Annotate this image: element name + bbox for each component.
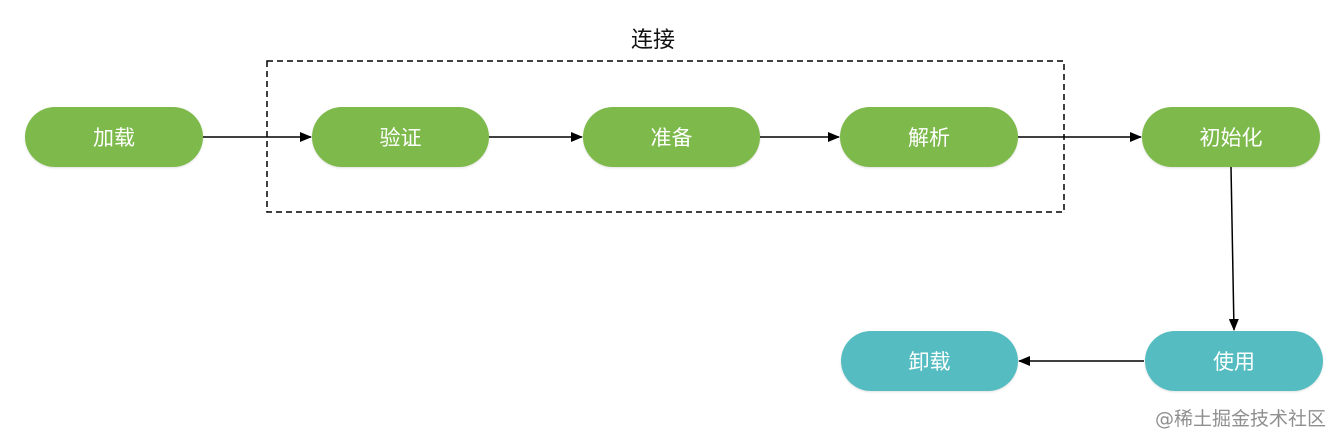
node-init: 初始化 — [1142, 107, 1320, 167]
node-load: 加载 — [25, 107, 203, 167]
node-resolve: 解析 — [840, 107, 1018, 167]
arrow-init-to-use — [1228, 166, 1239, 331]
node-prepare: 准备 — [583, 107, 760, 167]
node-unload: 卸载 — [841, 331, 1018, 391]
link-group-label: 连接 — [630, 28, 675, 53]
watermark-text: @稀土掘金技术社区 — [1154, 408, 1326, 430]
node-verify: 验证 — [312, 107, 489, 167]
node-use: 使用 — [1145, 331, 1323, 391]
